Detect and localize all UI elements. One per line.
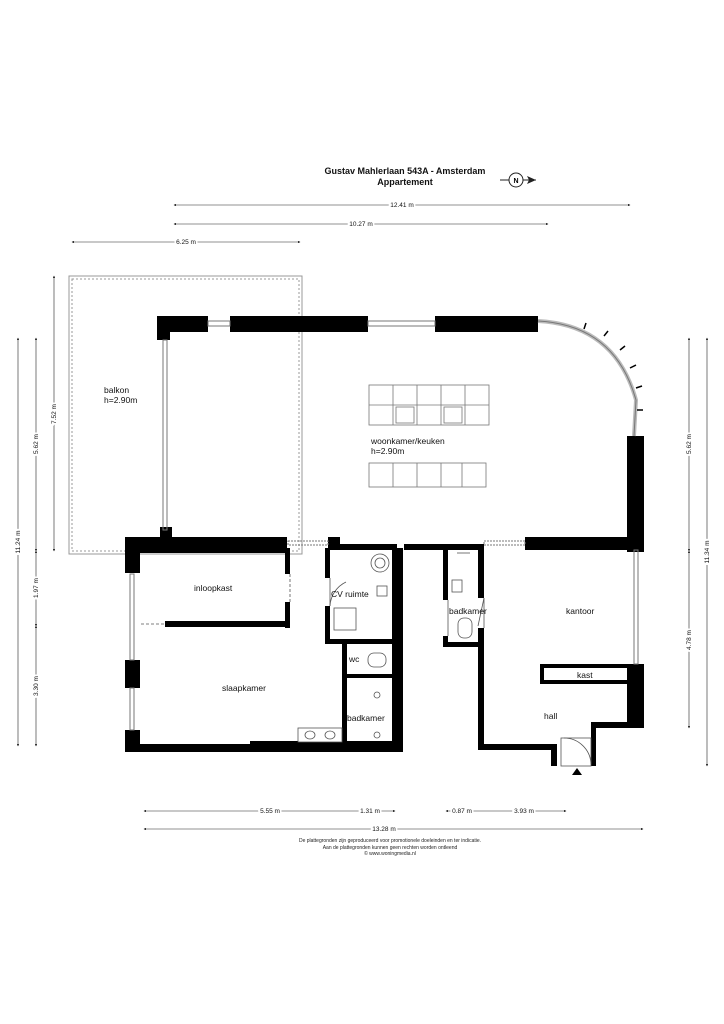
room-label-cv-ruimte: CV ruimte xyxy=(331,589,369,599)
dim-bottom-b: 1.31 m xyxy=(360,808,380,815)
kitchen-island xyxy=(368,384,490,488)
room-label-badkamer-small: badkamer xyxy=(449,606,487,616)
plan-address: Gustav Mahlerlaan 543A - Amsterdam xyxy=(324,166,486,176)
dim-left-total: 11.24 m xyxy=(15,530,22,553)
dim-left-living: 5.62 m xyxy=(33,434,40,454)
room-label-hall: hall xyxy=(544,711,557,721)
dim-right-total: 11.34 m xyxy=(704,540,711,563)
disclaimer-line-2: Aan de plattegronden kunnen geen rechten… xyxy=(322,844,458,851)
room-label-badkamer: badkamer xyxy=(347,713,385,723)
entrance-arrow-icon xyxy=(572,768,582,775)
compass-icon: N xyxy=(500,172,536,188)
disclaimer-line-3: © www.woningmedia.nl xyxy=(364,851,416,857)
room-label-slaapkamer: slaapkamer xyxy=(222,683,266,693)
curve-ticks xyxy=(583,322,643,411)
disclaimer: De plattegronden zijn geproduceerd voor … xyxy=(230,838,550,858)
room-label-wc: wc xyxy=(348,654,360,664)
dim-left-mid: 1.97 m xyxy=(33,578,40,598)
plan-type: Appartement xyxy=(377,177,433,187)
disclaimer-line-1: De plattegronden zijn geproduceerd voor … xyxy=(298,838,482,844)
walls xyxy=(125,316,644,766)
dim-bottom-c: 0.87 m xyxy=(452,808,472,815)
dim-left-balcony: 7.52 m xyxy=(51,404,58,424)
room-label-kantoor: kantoor xyxy=(566,606,595,616)
room-label-balkon: balkon xyxy=(104,385,129,395)
dim-bottom-a: 5.55 m xyxy=(260,808,280,815)
dim-right-bottom: 4.78 m xyxy=(686,630,693,650)
dim-top-inner: 10.27 m xyxy=(349,221,373,228)
room-label-woonkamer: woonkamer/keuken xyxy=(370,436,445,446)
windows xyxy=(129,319,639,731)
doors xyxy=(141,574,592,767)
dimension-lines xyxy=(16,203,709,831)
fixtures xyxy=(297,552,473,743)
dim-top-total: 12.41 m xyxy=(390,202,414,209)
room-label-inloopkast: inloopkast xyxy=(194,583,233,593)
room-label-kast: kast xyxy=(577,670,593,680)
room-height-balkon: h=2.90m xyxy=(104,395,137,405)
compass-letter: N xyxy=(513,178,518,185)
dim-bottom-d: 3.93 m xyxy=(514,808,534,815)
dim-bottom-total: 13.28 m xyxy=(372,826,396,833)
room-height-woonkamer: h=2.90m xyxy=(371,446,404,456)
dim-right-living: 5.62 m xyxy=(686,434,693,454)
dim-left-bottom: 3.30 m xyxy=(33,676,40,696)
dim-top-balcony: 6.25 m xyxy=(176,239,196,246)
